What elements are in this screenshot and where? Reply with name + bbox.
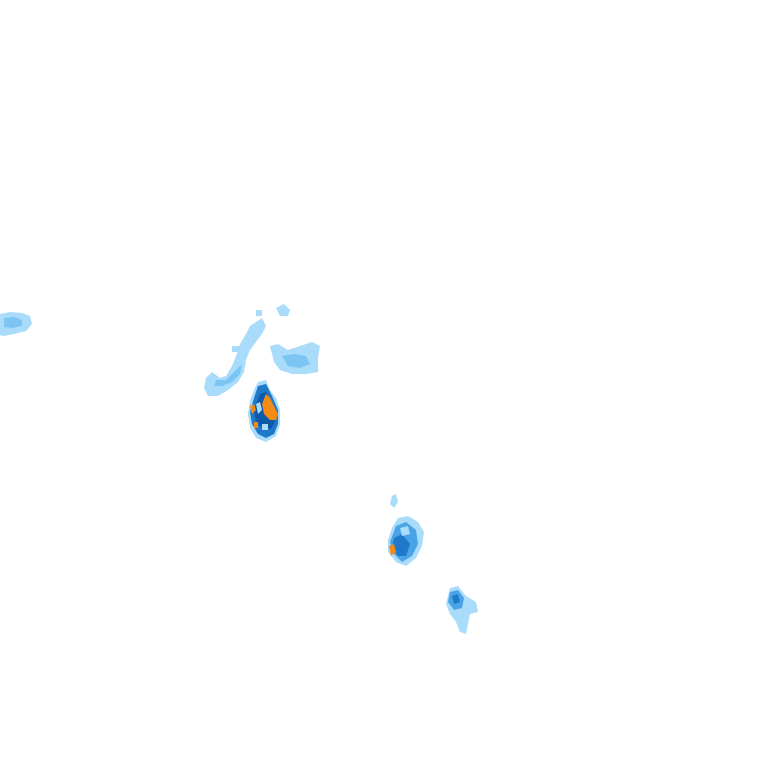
northern-band-light (204, 318, 266, 396)
northern-band (204, 304, 290, 396)
southern-cell-heavy (392, 534, 410, 556)
main-cell-extreme-2 (250, 404, 256, 414)
main-storm-cell (248, 380, 280, 442)
southern-cell-fleck (390, 494, 398, 508)
northern-band-fleck-3 (276, 304, 290, 316)
northeast-patch-core (282, 354, 310, 368)
main-cell-light-pocket-2 (262, 424, 268, 430)
far-west-cell-core (4, 317, 22, 328)
northeast-patch (270, 342, 320, 374)
southern-cell-light-pocket (400, 526, 410, 536)
main-cell-extreme (262, 394, 278, 420)
southern-cell-extreme (389, 544, 396, 556)
far-west-cell (0, 312, 32, 336)
southeast-cell (446, 586, 478, 634)
main-cell-extreme-3 (254, 422, 258, 428)
main-cell-light-pocket-1 (256, 402, 262, 414)
northern-band-core (214, 364, 242, 386)
southern-cell (388, 494, 424, 566)
northern-band-fleck-2 (232, 346, 240, 352)
southeast-cell-heavy (452, 594, 460, 604)
northern-band-fleck-1 (256, 310, 262, 316)
